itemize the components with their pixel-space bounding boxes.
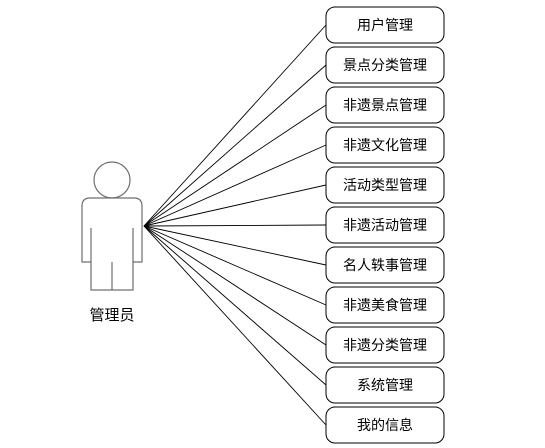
use-case-label: 活动类型管理 bbox=[343, 178, 427, 194]
use-case-label: 非遗美食管理 bbox=[343, 297, 427, 314]
association-line bbox=[143, 225, 327, 306]
use-case-box bbox=[325, 86, 445, 124]
association-line bbox=[143, 24, 327, 227]
use-case-box bbox=[325, 366, 445, 404]
use-case-box bbox=[325, 326, 445, 364]
use-case-label: 我的信息 bbox=[357, 417, 413, 434]
use-case-box bbox=[325, 246, 445, 284]
use-case-box bbox=[325, 6, 445, 44]
actor-figure: 管理员 bbox=[81, 161, 143, 324]
association-line bbox=[143, 225, 327, 266]
use-case-label: 非遗景点管理 bbox=[343, 98, 427, 114]
association-line bbox=[143, 104, 327, 227]
use-case-box bbox=[325, 166, 445, 204]
use-case-box bbox=[325, 126, 445, 164]
use-case-label: 系统管理 bbox=[357, 378, 413, 394]
use-case-box bbox=[325, 406, 445, 444]
association-line bbox=[143, 225, 327, 346]
use-case-label: 非遗分类管理 bbox=[343, 338, 427, 354]
use-case-list: 用户管理景点分类管理非遗景点管理非遗文化管理活动类型管理非遗活动管理名人轶事管理… bbox=[325, 6, 445, 444]
use-case-label: 非遗活动管理 bbox=[343, 218, 427, 234]
association-line bbox=[143, 225, 327, 426]
use-case-box bbox=[325, 206, 445, 244]
association-line bbox=[143, 225, 327, 386]
use-case-node: 非遗景点管理 bbox=[325, 86, 445, 124]
use-case-label: 非遗文化管理 bbox=[343, 138, 427, 154]
use-case-node: 非遗活动管理 bbox=[325, 206, 445, 244]
use-case-node: 系统管理 bbox=[325, 366, 445, 404]
use-case-box bbox=[325, 286, 445, 324]
use-case-node: 景点分类管理 bbox=[325, 46, 445, 84]
actor-label: 管理员 bbox=[89, 306, 134, 324]
association-line bbox=[143, 224, 327, 227]
use-case-node: 名人轶事管理 bbox=[325, 246, 445, 284]
association-lines bbox=[143, 24, 327, 426]
association-line bbox=[143, 64, 327, 227]
use-case-node: 非遗分类管理 bbox=[325, 326, 445, 364]
use-case-node: 用户管理 bbox=[325, 6, 445, 44]
use-case-box bbox=[325, 46, 445, 84]
use-case-node: 非遗美食管理 bbox=[325, 286, 445, 324]
use-case-label: 用户管理 bbox=[357, 17, 413, 34]
actor-body-icon bbox=[81, 197, 143, 291]
association-line bbox=[143, 144, 327, 227]
actor-head-icon bbox=[93, 161, 131, 199]
association-line bbox=[143, 184, 327, 227]
use-case-node: 非遗文化管理 bbox=[325, 126, 445, 164]
use-case-label: 名人轶事管理 bbox=[343, 258, 427, 274]
use-case-node: 活动类型管理 bbox=[325, 166, 445, 204]
use-case-label: 景点分类管理 bbox=[343, 58, 427, 74]
use-case-node: 我的信息 bbox=[325, 406, 445, 444]
